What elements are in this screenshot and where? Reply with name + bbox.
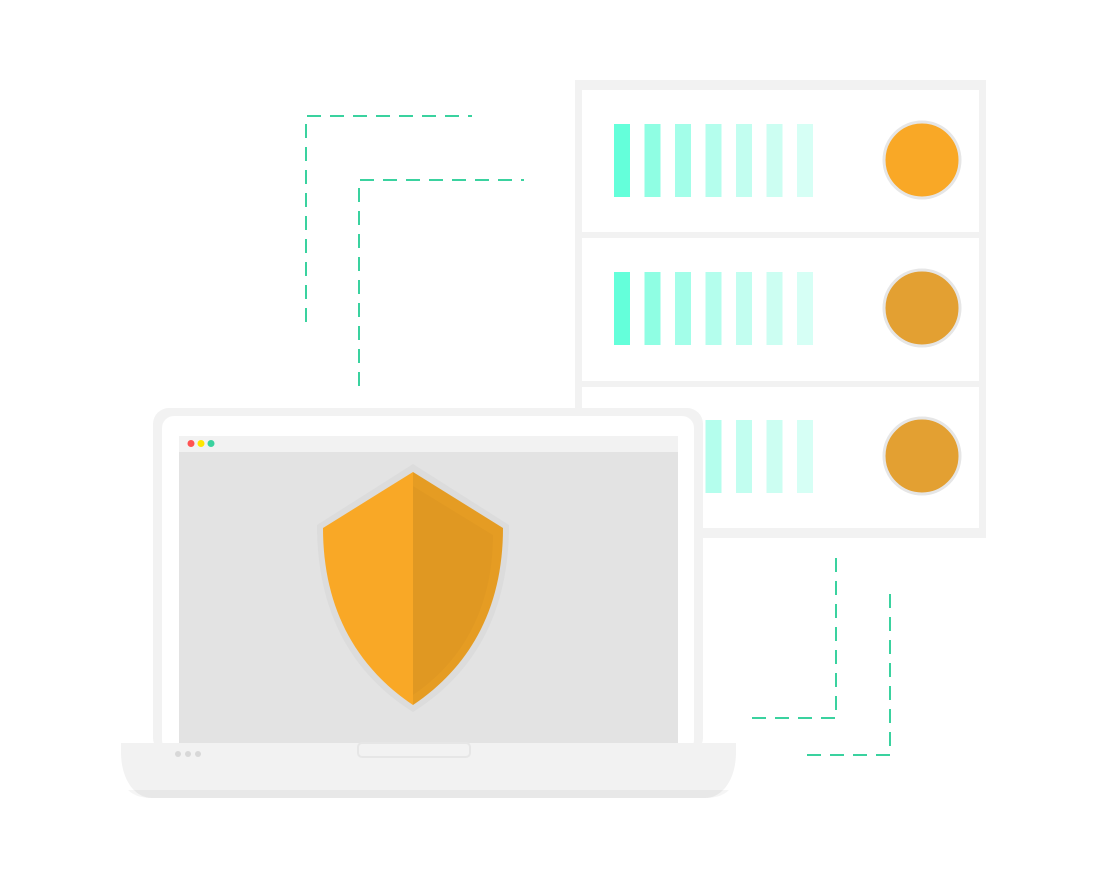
server-bar-2-3: [675, 272, 691, 345]
server-bar-3-7: [797, 420, 813, 493]
server-led-3: [882, 416, 962, 496]
laptop-trackpad-notch: [357, 742, 471, 758]
server-bar-1-6: [766, 124, 783, 197]
connector-line-inner: [358, 179, 524, 386]
server-led-1: [882, 120, 962, 200]
server-bar-1-4: [705, 124, 722, 197]
server-bar-2-5: [736, 272, 752, 345]
server-bar-2-4: [705, 272, 722, 345]
dashed-connector-bottom: [746, 558, 891, 756]
shield-icon: [317, 464, 509, 712]
dashed-connector-top: [305, 115, 524, 386]
window-dot-red: [187, 440, 195, 447]
shield-left-half: [323, 472, 413, 705]
server-bar-1-3: [675, 124, 691, 197]
server-bar-3-6: [766, 420, 783, 493]
indicator-dot-1: [175, 751, 181, 757]
server-unit-2-bars: [614, 272, 813, 345]
server-bar-1-7: [797, 124, 813, 197]
connector-line-mid: [746, 558, 837, 719]
connector-line-far: [800, 594, 891, 756]
laptop: [121, 408, 736, 798]
indicator-dot-3: [195, 751, 201, 757]
shield-right-half: [413, 472, 503, 705]
server-bar-1-1: [614, 124, 630, 197]
server-led-2: [882, 268, 962, 348]
server-unit-1-bars: [614, 124, 813, 197]
indicator-dot-2: [185, 751, 191, 757]
server-bar-3-4: [705, 420, 722, 493]
server-unit-3-bars: [705, 420, 813, 493]
server-bar-2-7: [797, 272, 813, 345]
server-bar-2-1: [614, 272, 630, 345]
server-bar-2-2: [644, 272, 661, 345]
server-bar-2-6: [766, 272, 783, 345]
connector-line-outer: [305, 115, 472, 322]
browser-titlebar: [179, 436, 678, 452]
server-bar-1-5: [736, 124, 752, 197]
laptop-base: [121, 743, 736, 798]
laptop-base-shadow: [128, 790, 729, 798]
window-dot-yellow: [197, 440, 205, 447]
server-bar-1-2: [644, 124, 661, 197]
server-rack: [575, 80, 986, 538]
window-dot-green: [207, 440, 215, 447]
server-bar-3-5: [736, 420, 752, 493]
